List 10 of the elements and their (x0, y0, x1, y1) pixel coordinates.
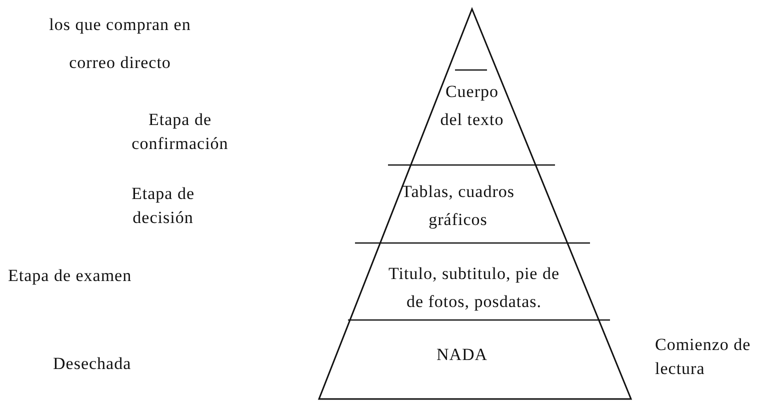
stage-label: Desechada (53, 353, 132, 375)
level-label: Titulo, subtitulo, pie de de fotos, posdatas. (387, 263, 561, 313)
stage-label: Comienzo de lectura (655, 334, 752, 380)
stage-label: Etapa de decisión (130, 183, 196, 229)
level-label: Cuerpo del texto (439, 81, 505, 131)
level-label: NADA (435, 344, 489, 366)
level-label: Tablas, cuadros gráficos (400, 181, 516, 231)
stage-label: los que compran en correo directo (48, 14, 192, 74)
stage-label: Etapa de examen (8, 265, 133, 287)
stage-label: Etapa de confirmación (130, 109, 230, 155)
